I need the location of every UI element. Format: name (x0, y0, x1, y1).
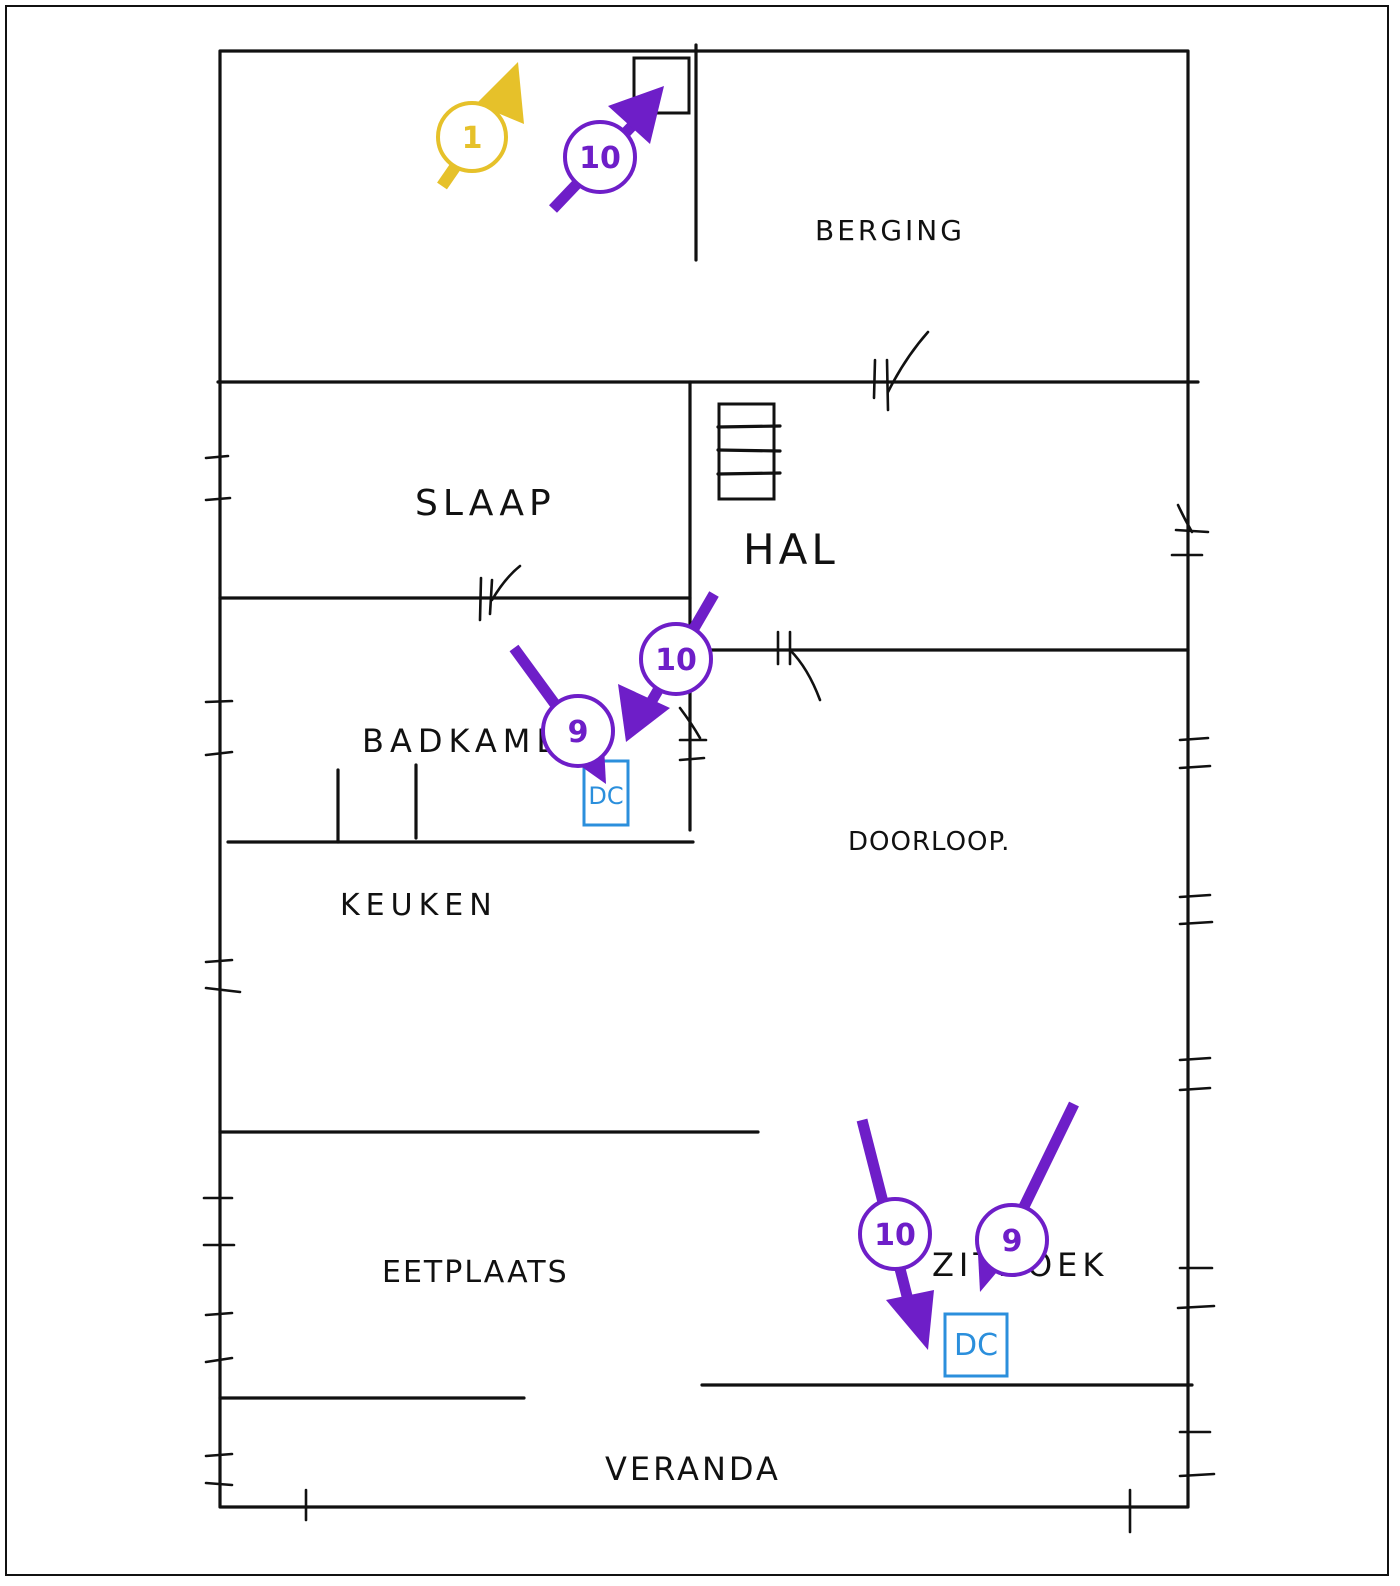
door-swing-icon (1170, 503, 1210, 557)
room-label-hal: HAL (743, 525, 839, 574)
interior-walls (216, 43, 1200, 1400)
staircase-icon (716, 402, 782, 501)
marker-number: 1 (462, 121, 483, 156)
marker-10-living[interactable]: 10 (856, 1118, 934, 1350)
dc-label: DC (954, 1328, 998, 1363)
drawing-frame (5, 5, 1389, 1576)
room-label-doorloop: DOORLOOP. (848, 827, 1010, 857)
marker-10-storage[interactable]: 10 (549, 86, 664, 213)
marker-number: 9 (568, 715, 589, 750)
dc-device-living[interactable]: DC (943, 1312, 1009, 1378)
room-label-berging: BERGING (815, 214, 965, 247)
marker-number: 10 (579, 141, 621, 176)
marker-1[interactable]: 1 (436, 62, 524, 190)
window-tick-icon (1176, 736, 1216, 1478)
marker-9-living[interactable]: 9 (975, 1101, 1079, 1292)
marker-9-bathroom[interactable]: 9 (509, 644, 615, 784)
storage-box (632, 56, 691, 115)
dc-label: DC (588, 782, 623, 810)
window-tick-icon (304, 1488, 1132, 1534)
window-tick-icon (202, 454, 242, 1487)
marker-number: 10 (874, 1218, 916, 1253)
door-swing-icon (872, 330, 930, 412)
marker-number: 9 (1002, 1224, 1023, 1259)
door-swing-icon (776, 630, 822, 702)
room-label-veranda: VERANDA (605, 1450, 781, 1488)
marker-10-bathroom[interactable]: 10 (618, 591, 719, 742)
door-swing-icon (478, 564, 522, 622)
door-swing-icon (678, 706, 708, 762)
room-label-slaap: SLAAP (415, 483, 556, 524)
outer-walls (218, 49, 1190, 1509)
room-label-keuken: KEUKEN (340, 888, 498, 923)
room-label-eetplaats: EETPLAATS (382, 1255, 569, 1290)
marker-number: 10 (655, 643, 697, 678)
